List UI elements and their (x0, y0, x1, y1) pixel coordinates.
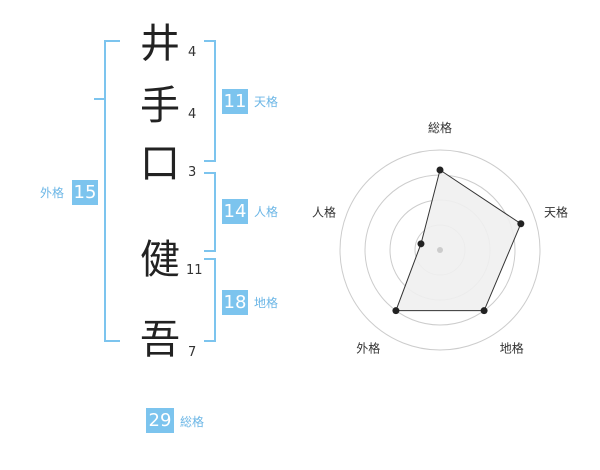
name-char-3-strokes: 3 (188, 165, 197, 180)
radar-point-1 (436, 166, 444, 174)
gaikaku-badge: 15 (72, 180, 98, 205)
name-char-2-strokes: 4 (188, 107, 197, 122)
radar-axis-label-3: 地格 (500, 341, 524, 356)
chikaku-bracket (204, 258, 216, 342)
radar-axis-label-1: 総格 (428, 120, 452, 135)
name-char-4: 健 (140, 237, 180, 283)
name-char-1-strokes: 4 (188, 45, 197, 60)
radar-point-2 (517, 220, 525, 228)
soukaku-badge: 29 (146, 408, 174, 433)
chikaku-badge: 18 (222, 290, 248, 315)
name-char-2: 手 (140, 83, 180, 129)
radar-point-5 (417, 240, 425, 248)
name-char-5-strokes: 7 (188, 345, 197, 360)
name-char-4-strokes: 11 (186, 263, 203, 278)
soukaku-label: 総格 (180, 415, 205, 429)
gaikaku-label: 外格 (40, 186, 65, 200)
radar-axis-label-4: 外格 (356, 341, 380, 356)
radar-axis-label-5: 人格 (312, 204, 336, 219)
name-char-3: 口 (140, 141, 180, 187)
jinkaku-bracket (204, 172, 216, 252)
tenkaku-badge: 11 (222, 89, 248, 114)
gaikaku-bracket (104, 40, 120, 342)
radar-center-dot (437, 247, 443, 253)
radar-point-3 (480, 307, 488, 315)
gaikaku-bracket-tick (94, 98, 106, 100)
chikaku-label: 地格 (254, 296, 279, 310)
jinkaku-label: 人格 (254, 205, 279, 219)
tenkaku-bracket (204, 40, 216, 162)
radar-polygon (395, 169, 522, 312)
radar-axis-label-2: 天格 (544, 204, 568, 219)
radar-point-4 (392, 307, 400, 315)
tenkaku-label: 天格 (254, 95, 279, 109)
radar-grid-ring (339, 149, 541, 351)
jinkaku-badge: 14 (222, 199, 248, 224)
name-char-1: 井 (140, 21, 180, 67)
name-char-5: 吾 (140, 317, 180, 363)
